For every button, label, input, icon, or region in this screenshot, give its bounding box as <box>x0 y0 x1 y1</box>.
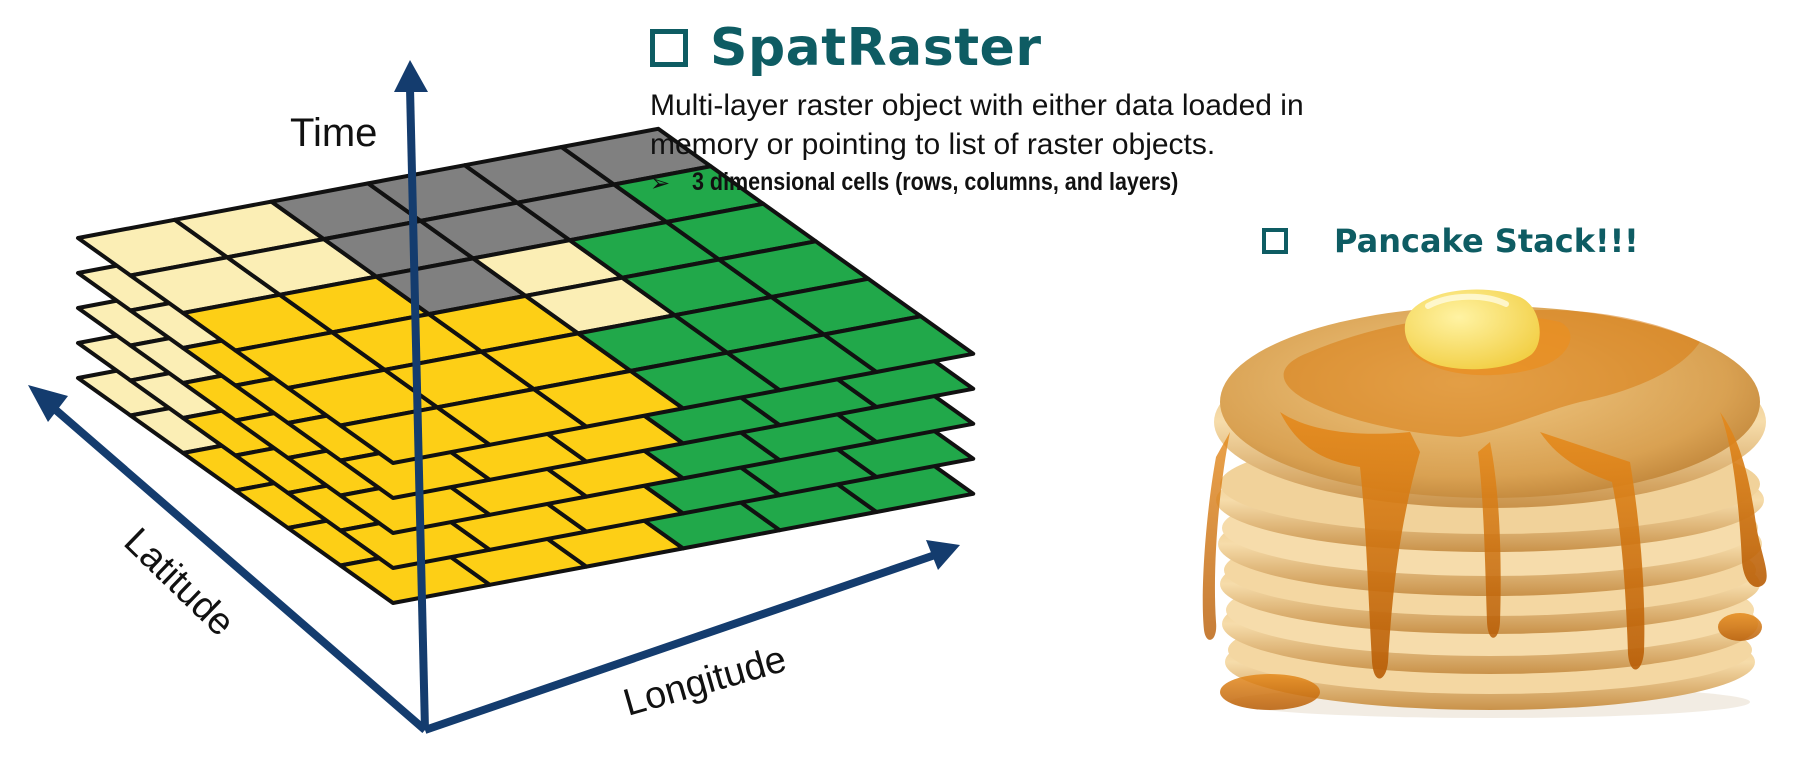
raster-cell <box>822 314 976 374</box>
checkbox-bullet-icon <box>650 29 688 67</box>
bullet-row: ➢ 3 dimensional cells (rows, columns, an… <box>650 168 1258 197</box>
diagram-axes <box>28 60 960 734</box>
time-axis-label: Time <box>290 111 377 155</box>
pancake-stack-image <box>1202 289 1767 718</box>
axis-line <box>423 551 937 734</box>
side-heading: Pancake Stack!!! <box>1334 222 1639 260</box>
axis-arrowhead <box>28 385 68 422</box>
description-text: Multi-layer raster object with either da… <box>650 89 1304 161</box>
axis-line <box>47 401 428 734</box>
raster-layers <box>76 126 976 605</box>
axis-line <box>406 87 429 731</box>
axis-arrowhead <box>394 60 428 92</box>
side-heading-row: Pancake Stack!!! <box>1262 222 1639 260</box>
bullet-text: 3 dimensional cells (rows, columns, and … <box>692 168 1179 196</box>
checkbox-bullet-icon <box>1262 228 1288 254</box>
latitude-axis-label: Latitude <box>116 520 242 644</box>
title-row: SpatRaster <box>650 18 1041 78</box>
arrow-bullet-icon: ➢ <box>650 168 671 197</box>
slide-title: SpatRaster <box>710 18 1042 78</box>
raster-stack-diagram: Time Latitude Longitude <box>28 60 976 734</box>
axis-arrowhead <box>926 540 960 570</box>
